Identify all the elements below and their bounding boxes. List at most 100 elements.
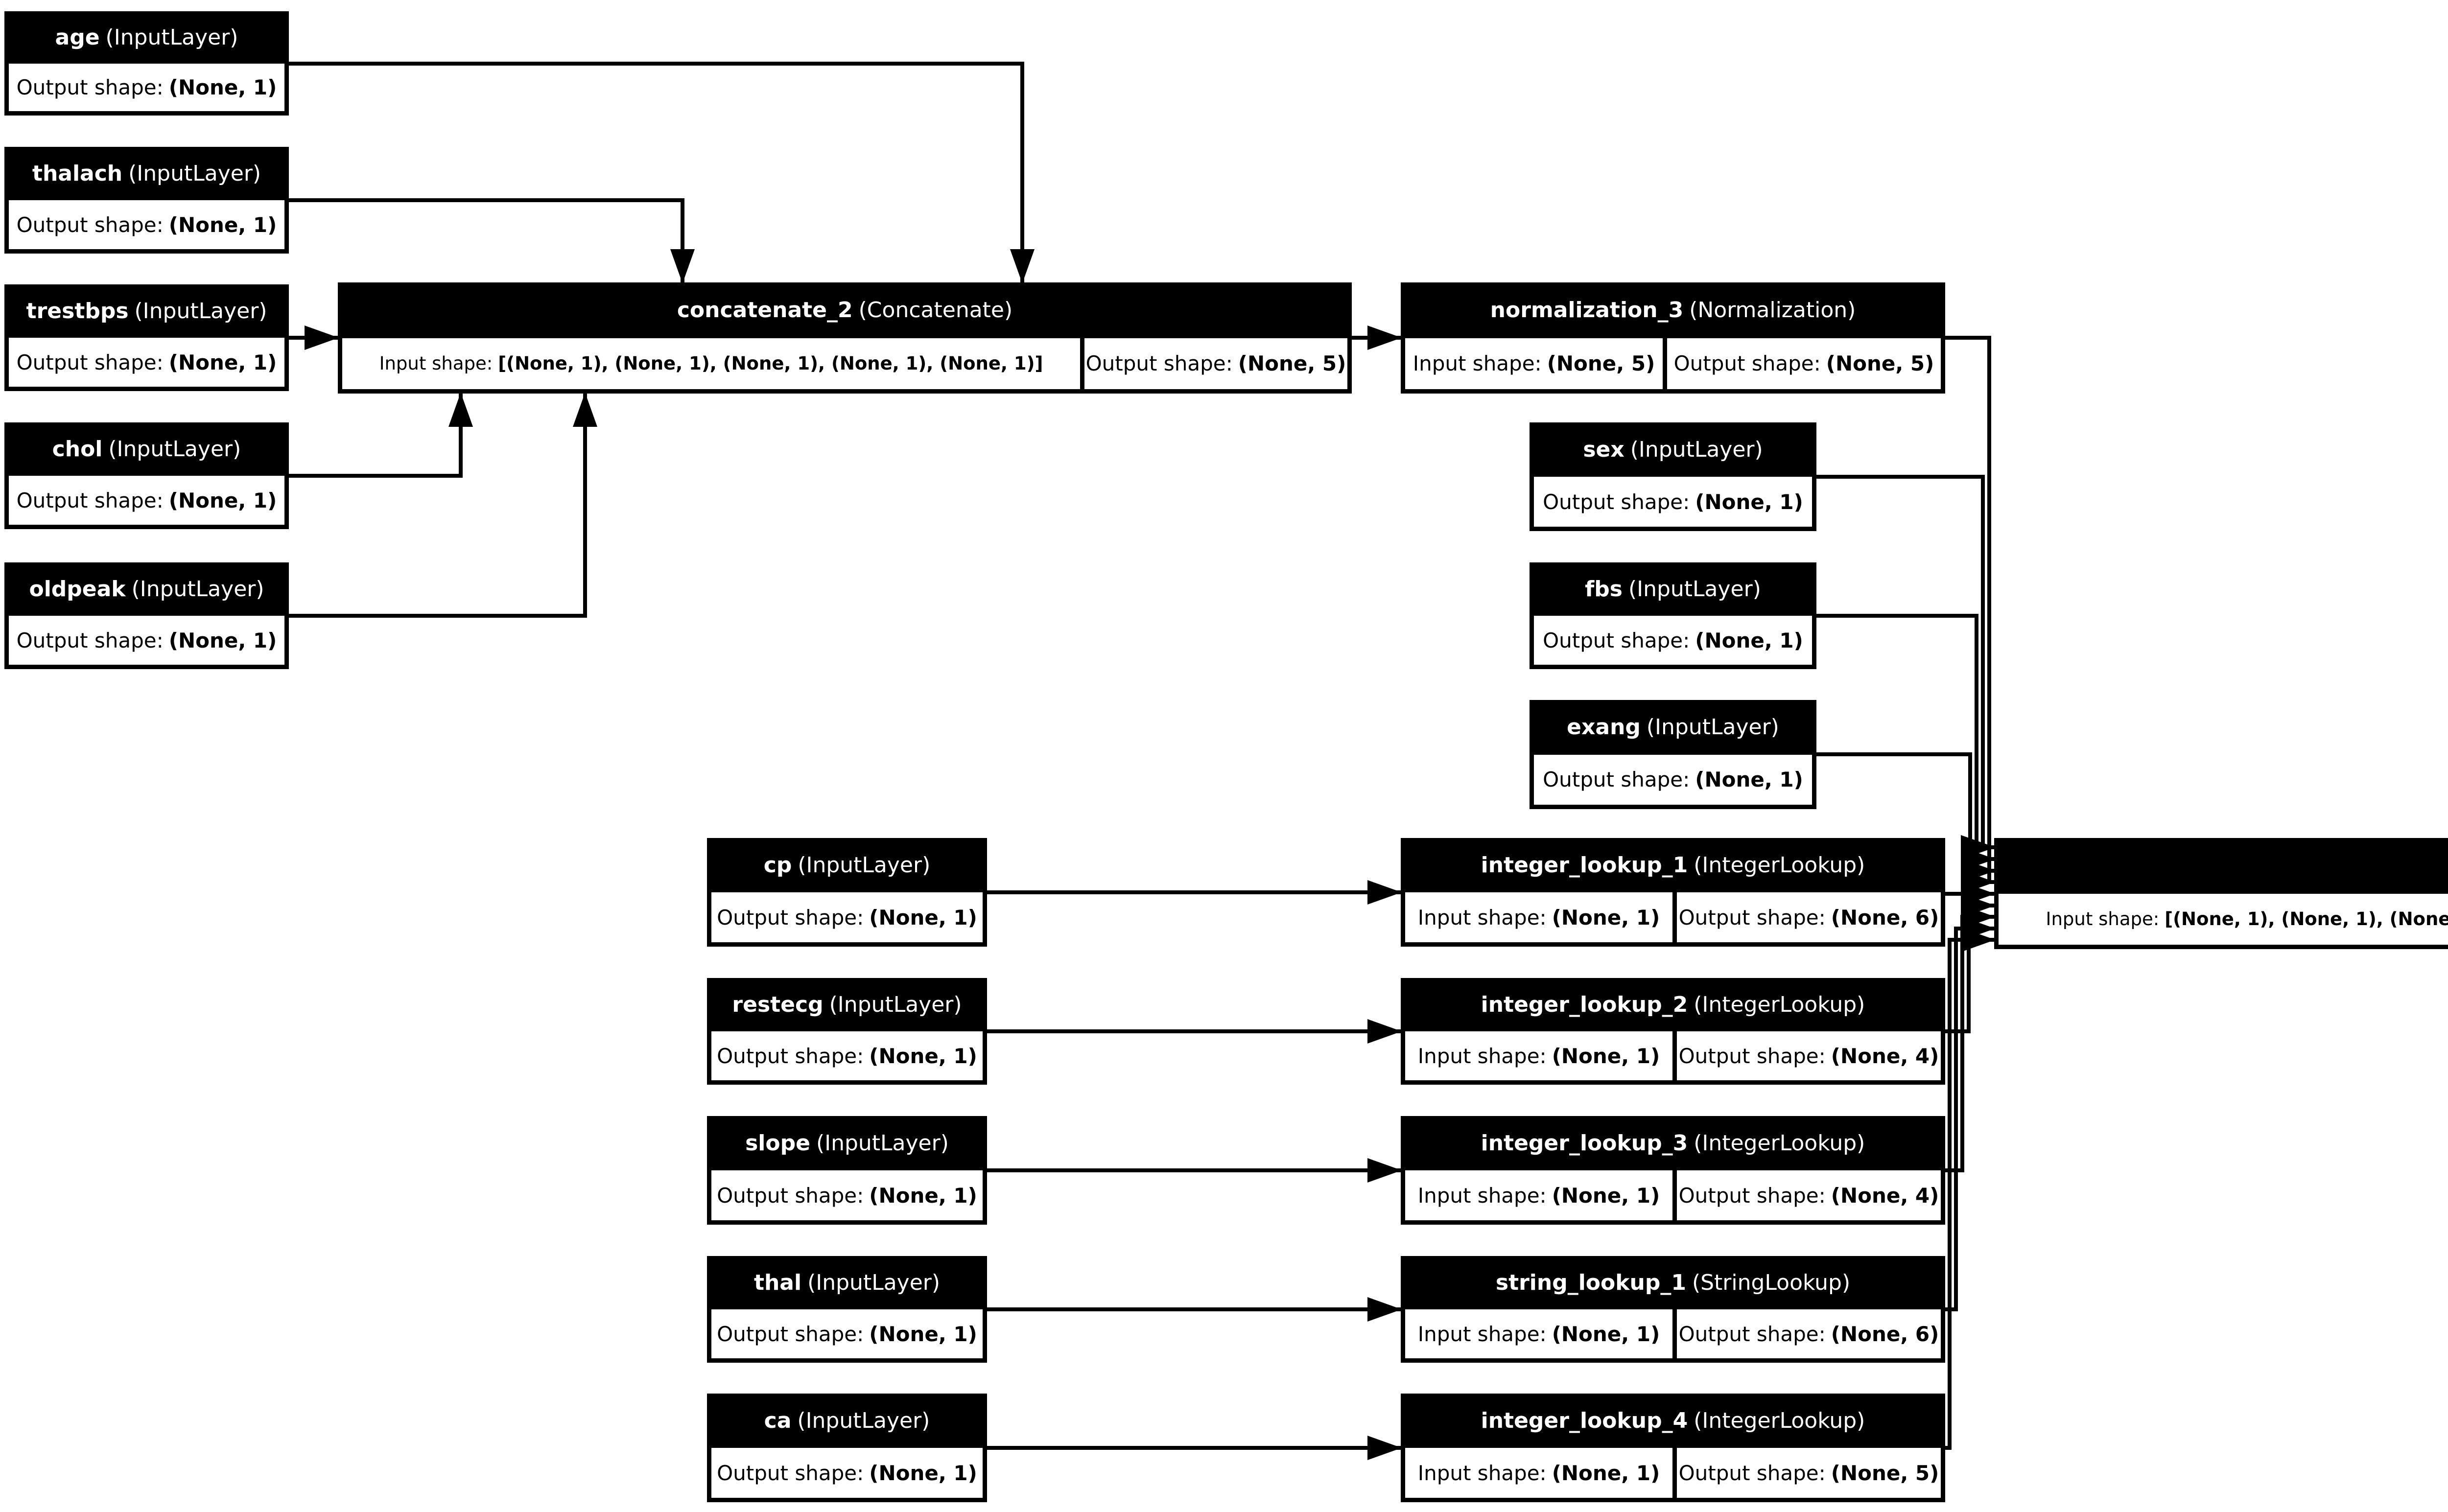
shape-cell: Output shape:(None, 1) <box>9 476 284 525</box>
node-title: cp(InputLayer) <box>707 838 987 892</box>
shape-label: Input shape: <box>1417 1183 1547 1208</box>
shape-cell: Output shape:(None, 1) <box>711 1031 983 1080</box>
node-title: oldpeak(InputLayer) <box>4 562 289 616</box>
shape-value: (None, 1) <box>869 1461 977 1485</box>
edge-thalach-to-concatenate_2 <box>289 198 695 283</box>
shape-cells: Input shape:(None, 1)Output shape:(None,… <box>1405 1309 1941 1358</box>
shape-cells: Output shape:(None, 1) <box>9 338 284 387</box>
shape-label: Input shape: <box>2046 908 2160 930</box>
node-title: exang(InputLayer) <box>1530 700 1816 755</box>
layer-name: fbs <box>1585 577 1623 602</box>
shape-cells: Input shape:(None, 1)Output shape:(None,… <box>1405 892 1941 942</box>
shape-cells: Input shape:(None, 1)Output shape:(None,… <box>1405 1170 1941 1220</box>
shape-cells: Input shape:[(None, 1), (None, 1), (None… <box>1999 893 2448 945</box>
layer-name: slope <box>745 1131 810 1156</box>
shape-value: (None, 1) <box>1695 628 1803 652</box>
node-concatenate_3: concatenate_3(Concatenate)Input shape:[(… <box>1994 838 2448 949</box>
shape-value: (None, 5) <box>1831 1461 1939 1485</box>
node-title: concatenate_2(Concatenate) <box>338 282 1352 338</box>
node-title: concatenate_3(Concatenate) <box>1994 838 2448 894</box>
layer-name: chol <box>52 437 103 462</box>
layer-type: (InputLayer) <box>134 299 267 324</box>
shape-cell: Input shape:(None, 5) <box>1405 338 1663 389</box>
node-sex: sex(InputLayer)Output shape:(None, 1) <box>1530 422 1816 531</box>
shape-value: (None, 1) <box>1552 1044 1660 1068</box>
node-thal: thal(InputLayer)Output shape:(None, 1) <box>707 1256 987 1363</box>
node-integer_lookup_4: integer_lookup_4(IntegerLookup)Input sha… <box>1401 1394 1945 1502</box>
shape-cell: Input shape:(None, 1) <box>1405 1170 1672 1220</box>
shape-value: (None, 1) <box>869 905 977 930</box>
layer-name: string_lookup_1 <box>1495 1270 1686 1295</box>
shape-value: (None, 1) <box>1552 1322 1660 1346</box>
node-title: integer_lookup_4(IntegerLookup) <box>1401 1394 1945 1448</box>
node-title: integer_lookup_3(IntegerLookup) <box>1401 1116 1945 1170</box>
shape-label: Input shape: <box>1417 1044 1547 1068</box>
shape-value: (None, 1) <box>869 1044 977 1068</box>
layer-type: (StringLookup) <box>1692 1270 1851 1295</box>
node-age: age(InputLayer)Output shape:(None, 1) <box>4 11 289 116</box>
layer-name: concatenate_2 <box>677 298 853 323</box>
shape-value: (None, 1) <box>1552 1183 1660 1208</box>
shape-label: Output shape: <box>1543 768 1690 792</box>
edge-sex-to-concatenate_3 <box>1816 475 1995 860</box>
shape-cell: Output shape:(None, 6) <box>1677 892 1941 942</box>
layer-name: cp <box>763 853 792 878</box>
shape-cell: Output shape:(None, 1) <box>9 200 284 249</box>
shape-cells: Output shape:(None, 1) <box>1534 616 1812 665</box>
shape-cell: Output shape:(None, 1) <box>711 1309 983 1358</box>
shape-value: (None, 1) <box>1552 905 1660 930</box>
shape-value: (None, 1) <box>168 350 277 374</box>
node-fbs: fbs(InputLayer)Output shape:(None, 1) <box>1530 562 1816 669</box>
shape-value: (None, 4) <box>1831 1044 1939 1068</box>
node-title: thalach(InputLayer) <box>4 147 289 200</box>
layer-name: integer_lookup_3 <box>1481 1131 1688 1156</box>
node-cp: cp(InputLayer)Output shape:(None, 1) <box>707 838 987 947</box>
layer-type: (IntegerLookup) <box>1694 853 1865 878</box>
shape-cell: Output shape:(None, 5) <box>1677 1448 1941 1498</box>
node-title: slope(InputLayer) <box>707 1116 987 1170</box>
shape-value: (None, 5) <box>1547 351 1655 376</box>
layer-type: (InputLayer) <box>1630 437 1763 462</box>
shape-value: (None, 1) <box>869 1322 977 1346</box>
node-ca: ca(InputLayer) Output shape:(None, 1) <box>707 1394 987 1502</box>
node-integer_lookup_3: integer_lookup_3(IntegerLookup)Input sha… <box>1401 1116 1945 1225</box>
shape-value: (None, 1) <box>168 75 277 99</box>
node-oldpeak: oldpeak(InputLayer)Output shape:(None, 1… <box>4 562 289 669</box>
shape-cell: Output shape:(None, 1) <box>711 1448 983 1498</box>
shape-cell: Output shape:(None, 1) <box>711 892 983 942</box>
shape-cells: Output shape:(None, 1) <box>711 1031 983 1080</box>
layer-type: (IntegerLookup) <box>1694 1408 1865 1433</box>
layer-name: ca <box>764 1408 792 1433</box>
node-restecg: restecg(InputLayer)Output shape:(None, 1… <box>707 978 987 1085</box>
node-title: fbs(InputLayer) <box>1530 562 1816 616</box>
shape-cell: Output shape:(None, 1) <box>711 1170 983 1220</box>
shape-value: (None, 4) <box>1831 1183 1939 1208</box>
shape-label: Output shape: <box>1678 1044 1826 1068</box>
shape-cells: Output shape:(None, 1) <box>9 63 284 111</box>
shape-cell: Input shape:(None, 1) <box>1405 1031 1672 1080</box>
node-integer_lookup_2: integer_lookup_2(IntegerLookup)Input sha… <box>1401 978 1945 1085</box>
shape-cells: Output shape:(None, 1) <box>1534 754 1812 805</box>
shape-cell: Output shape:(None, 1) <box>9 616 284 665</box>
edge-chol-to-concatenate_2 <box>289 393 473 478</box>
shape-value: (None, 1) <box>168 212 277 237</box>
shape-label: Input shape: <box>1417 1322 1547 1346</box>
shape-label: Output shape: <box>1678 1461 1826 1485</box>
shape-cell: Input shape:[(None, 1), (None, 1), (None… <box>342 338 1080 389</box>
shape-cells: Input shape:(None, 1)Output shape:(None,… <box>1405 1031 1941 1080</box>
node-title: restecg(InputLayer) <box>707 978 987 1031</box>
node-integer_lookup_1: integer_lookup_1(IntegerLookup)Input sha… <box>1401 838 1945 947</box>
shape-label: Output shape: <box>1678 1322 1826 1346</box>
shape-value: (None, 1) <box>1552 1461 1660 1485</box>
node-title: integer_lookup_2(IntegerLookup) <box>1401 978 1945 1031</box>
layer-type: (InputLayer) <box>797 1408 930 1433</box>
layer-name: age <box>55 24 100 50</box>
shape-label: Output shape: <box>717 905 864 930</box>
shape-cell: Input shape:(None, 1) <box>1405 892 1672 942</box>
node-concatenate_2: concatenate_2(Concatenate)Input shape:[(… <box>338 282 1352 394</box>
shape-cell: Output shape:(None, 1) <box>1534 616 1812 665</box>
shape-cell: Output shape:(None, 1) <box>1534 754 1812 805</box>
layer-type: (IntegerLookup) <box>1694 1131 1865 1156</box>
node-title: trestbps(InputLayer) <box>4 284 289 338</box>
